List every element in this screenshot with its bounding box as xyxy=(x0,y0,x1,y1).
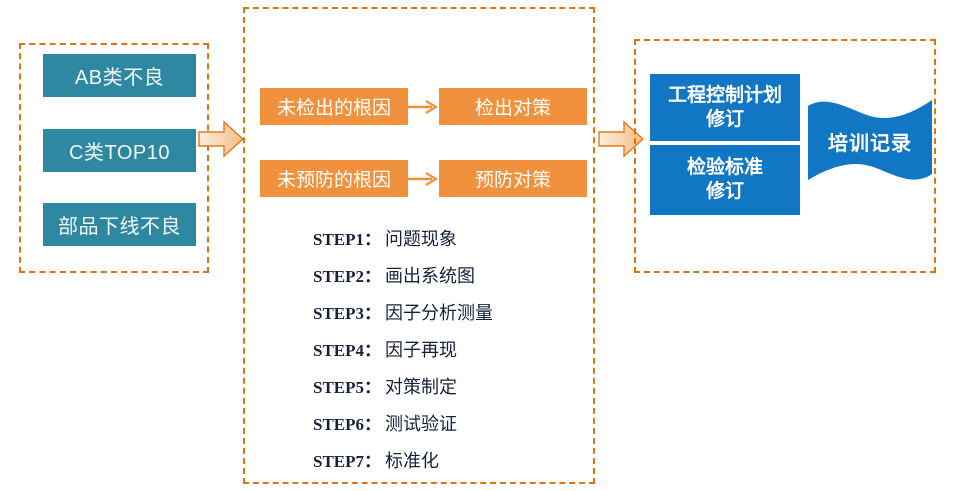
step-colon: ： xyxy=(364,341,382,360)
right-arrow-icon xyxy=(598,120,644,158)
analysis-group xyxy=(243,7,595,484)
step-colon: ： xyxy=(364,267,382,286)
measure-box-prevention-label: 预防对策 xyxy=(474,170,551,191)
list-item: STEP2 ： 画出系统图 xyxy=(313,262,583,299)
step-value: 画出系统图 xyxy=(385,266,476,286)
output-box-engineering-control-plan-revision[interactable]: 工程控制计划 修订 xyxy=(650,74,800,141)
step-key: STEP6 xyxy=(313,415,365,434)
input-box-ab-defect[interactable]: AB类不良 xyxy=(43,54,196,97)
step-colon: ： xyxy=(364,415,382,434)
output-box-inspection-standard-revision-line1: 检验标准 xyxy=(686,157,763,179)
step-value: 标准化 xyxy=(385,451,440,471)
step-value: 问题现象 xyxy=(385,229,458,249)
step-value: 对策制定 xyxy=(385,377,458,397)
step-list: STEP1 ： 问题现象 STEP2 ： 画出系统图 STEP3 ： 因子分析测… xyxy=(313,225,583,484)
input-box-part-offline-defect[interactable]: 部品下线不良 xyxy=(43,203,196,246)
step-key: STEP2 xyxy=(313,267,365,286)
step-value: 测试验证 xyxy=(385,414,458,434)
measure-box-detection[interactable]: 检出对策 xyxy=(439,88,587,125)
measure-box-detection-label: 检出对策 xyxy=(474,98,551,119)
step-key: STEP5 xyxy=(313,378,365,397)
arrow-right-icon xyxy=(406,100,439,114)
input-box-c-top10-label: C类TOP10 xyxy=(69,142,170,164)
right-arrow-icon xyxy=(198,120,244,158)
output-box-inspection-standard-revision-line2: 修订 xyxy=(705,181,744,202)
cause-box-unprevented[interactable]: 未预防的根因 xyxy=(260,160,408,197)
input-box-part-offline-defect-label: 部品下线不良 xyxy=(58,216,181,238)
outputs-group xyxy=(634,39,936,273)
step-key: STEP1 xyxy=(313,230,365,249)
step-colon: ： xyxy=(364,378,382,397)
cause-box-undetected[interactable]: 未检出的根因 xyxy=(260,88,408,125)
input-sources-group xyxy=(19,43,209,273)
measure-box-prevention[interactable]: 预防对策 xyxy=(439,160,587,197)
input-box-c-top10[interactable]: C类TOP10 xyxy=(43,129,196,172)
ribbon-banner-icon[interactable] xyxy=(806,96,934,186)
list-item: STEP1 ： 问题现象 xyxy=(313,225,583,262)
step-colon: ： xyxy=(364,452,382,471)
output-box-engineering-control-plan-revision-line2: 修订 xyxy=(705,108,744,130)
step-key: STEP3 xyxy=(313,304,365,323)
step-key: STEP7 xyxy=(313,452,365,471)
step-value: 因子再现 xyxy=(385,340,458,360)
step-colon: ： xyxy=(364,230,382,249)
arrow-right-icon xyxy=(406,172,439,186)
list-item: STEP4 ： 因子再现 xyxy=(313,336,583,373)
cause-box-undetected-label: 未检出的根因 xyxy=(276,98,391,119)
step-colon: ： xyxy=(364,304,382,323)
step-key: STEP4 xyxy=(313,341,365,360)
step-value: 因子分析测量 xyxy=(385,303,494,323)
list-item: STEP7 ： 标准化 xyxy=(313,447,583,484)
cause-box-unprevented-label: 未预防的根因 xyxy=(276,170,391,191)
output-box-engineering-control-plan-revision-line1: 工程控制计划 xyxy=(667,84,782,106)
output-box-inspection-standard-revision[interactable]: 检验标准 修订 xyxy=(650,145,800,215)
input-box-ab-defect-label: AB类不良 xyxy=(74,67,165,89)
list-item: STEP6 ： 测试验证 xyxy=(313,410,583,447)
list-item: STEP5 ： 对策制定 xyxy=(313,373,583,410)
list-item: STEP3 ： 因子分析测量 xyxy=(313,299,583,336)
